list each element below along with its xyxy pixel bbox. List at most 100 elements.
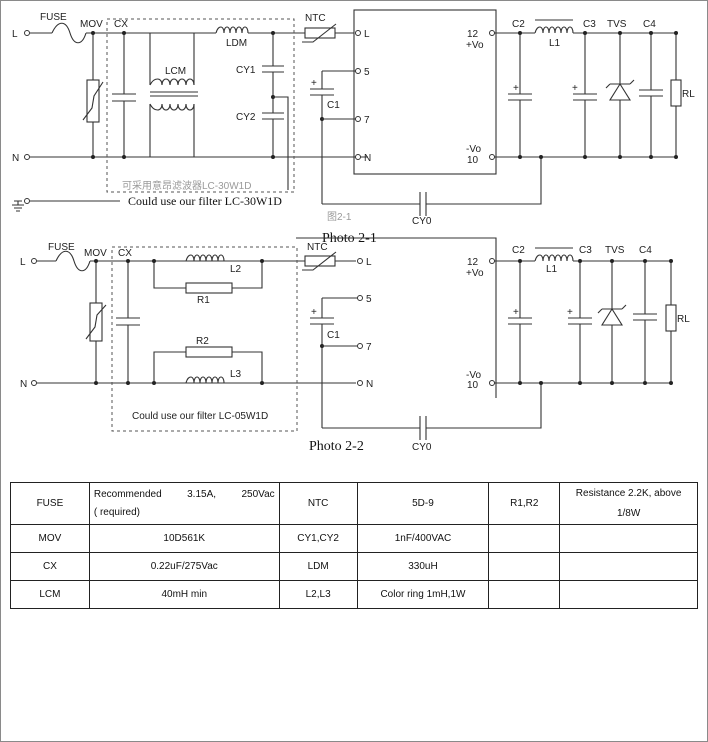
- r1-label: R1: [197, 295, 210, 306]
- resistor-spec-line-1: Resistance 2.2K, above: [575, 487, 682, 499]
- pin-n-2: N: [366, 379, 373, 390]
- rl-label: RL: [682, 89, 695, 100]
- table-cell: 40mH min: [88, 580, 280, 609]
- pin-7-2: 7: [366, 342, 372, 353]
- pin-10-2: 10: [467, 380, 479, 391]
- fuse-spec-part-3: 250Vac: [241, 488, 275, 500]
- lcm-coil-top: [149, 78, 195, 86]
- cy1-label: CY1: [236, 65, 256, 76]
- vo-plus-2: +Vo: [466, 268, 484, 279]
- mov-label: MOV: [80, 19, 103, 30]
- filter-note-2: Could use our filter LC-05W1D: [132, 411, 268, 422]
- faded-fig-label: 图2-1: [327, 211, 352, 223]
- cy0-label: CY0: [412, 216, 432, 227]
- pin-7: 7: [364, 115, 370, 126]
- fuse-label: FUSE: [40, 12, 67, 23]
- table-cell: NTC: [278, 482, 358, 525]
- fuse-spec-part-1: Recommended: [93, 488, 162, 500]
- l3-label: L3: [230, 369, 242, 380]
- c1-plus: +: [311, 78, 317, 89]
- table-cell: FUSE: [10, 482, 90, 525]
- filter-box-1: [106, 18, 295, 193]
- cy0-label-2: CY0: [412, 442, 432, 453]
- c4-label: C4: [643, 19, 656, 30]
- table-cell: R1,R2: [488, 482, 561, 525]
- table-cell: [559, 580, 698, 609]
- input-l-label-2: L: [20, 257, 26, 268]
- mov-label-2: MOV: [84, 248, 107, 259]
- filter-note-1: Could use our filter LC-30W1D: [128, 194, 282, 208]
- filter-box-2: [111, 246, 298, 432]
- pin-l: L: [364, 29, 370, 40]
- table-cell: MOV: [10, 524, 90, 553]
- vo-minus: -Vo: [466, 144, 481, 155]
- r2-label: R2: [196, 336, 209, 347]
- tvs-label-2: TVS: [605, 245, 625, 256]
- table-cell: 10D561K: [88, 524, 280, 553]
- c1-label-2: C1: [327, 330, 340, 341]
- table-cell: [488, 552, 561, 581]
- c1-label: C1: [327, 100, 340, 111]
- lcm-label: LCM: [165, 66, 186, 77]
- table-cell: [488, 580, 561, 609]
- table-cell: [559, 524, 698, 553]
- table-cell: 1nF/400VAC: [356, 524, 490, 553]
- table-cell: LDM: [278, 552, 358, 581]
- cx-label-2: CX: [118, 248, 132, 259]
- table-cell: Recommended 3.15A, 250Vac ( required): [88, 482, 280, 525]
- pin-5: 5: [364, 67, 370, 78]
- table-cell: LCM: [10, 580, 90, 609]
- table-cell: L2,L3: [278, 580, 358, 609]
- c1-plus-2: +: [311, 307, 317, 318]
- table-row: FUSE Recommended 3.15A, 250Vac ( require…: [10, 482, 698, 525]
- pin-10: 10: [467, 155, 479, 166]
- pin-5-2: 5: [366, 294, 372, 305]
- caption-photo-2-2: Photo 2-2: [309, 439, 364, 454]
- pin-12: 12: [467, 29, 479, 40]
- component-table: FUSE Recommended 3.15A, 250Vac ( require…: [10, 482, 698, 609]
- fuse-spec-note: ( required): [93, 506, 140, 518]
- l2-label: L2: [230, 264, 242, 275]
- c2-plus-2: +: [513, 307, 519, 318]
- c3-plus-2: +: [567, 307, 573, 318]
- input-n-label-2: N: [20, 379, 27, 390]
- resistor-spec-line-2: 1/8W: [616, 507, 641, 519]
- tvs-label: TVS: [607, 19, 627, 30]
- cy2-label: CY2: [236, 112, 256, 123]
- c2-plus: +: [513, 83, 519, 94]
- c3-label: C3: [583, 19, 596, 30]
- ldm-coil: [215, 26, 249, 34]
- table-cell: [559, 552, 698, 581]
- lcm-coil-bottom: [149, 103, 195, 111]
- input-l-label: L: [12, 29, 18, 40]
- vo-plus: +Vo: [466, 40, 484, 51]
- fuse-spec-part-2: 3.15A,: [187, 488, 217, 500]
- pin-n: N: [364, 153, 371, 164]
- ntc-label: NTC: [305, 13, 326, 24]
- c2-label-2: C2: [512, 245, 525, 256]
- pin-l-2: L: [366, 257, 372, 268]
- table-cell: CX: [10, 552, 90, 581]
- table-cell: 0.22uF/275Vac: [88, 552, 280, 581]
- table-cell: [488, 524, 561, 553]
- pin-12-2: 12: [467, 257, 479, 268]
- l1-label-2: L1: [546, 264, 558, 275]
- rl-label-2: RL: [677, 314, 690, 325]
- power-module-1: [353, 9, 497, 175]
- circuit-diagram-2: L N FUSE MOV CX L2 R1 R2 L3 Could: [20, 237, 690, 454]
- cx-label: CX: [114, 19, 128, 30]
- input-n-label: N: [12, 153, 19, 164]
- table-cell: Color ring 1mH,1W: [356, 580, 490, 609]
- vo-minus-2: -Vo: [466, 370, 481, 381]
- table-cell: Resistance 2.2K, above 1/8W: [559, 482, 698, 525]
- table-cell: 330uH: [356, 552, 490, 581]
- fuse-label-2: FUSE: [48, 242, 75, 253]
- c3-label-2: C3: [579, 245, 592, 256]
- l1-label: L1: [549, 38, 561, 49]
- power-module-2: [296, 237, 497, 398]
- ntc-label-2: NTC: [307, 242, 328, 253]
- table-cell: 5D-9: [356, 482, 490, 525]
- c4-label-2: C4: [639, 245, 652, 256]
- c2-label: C2: [512, 19, 525, 30]
